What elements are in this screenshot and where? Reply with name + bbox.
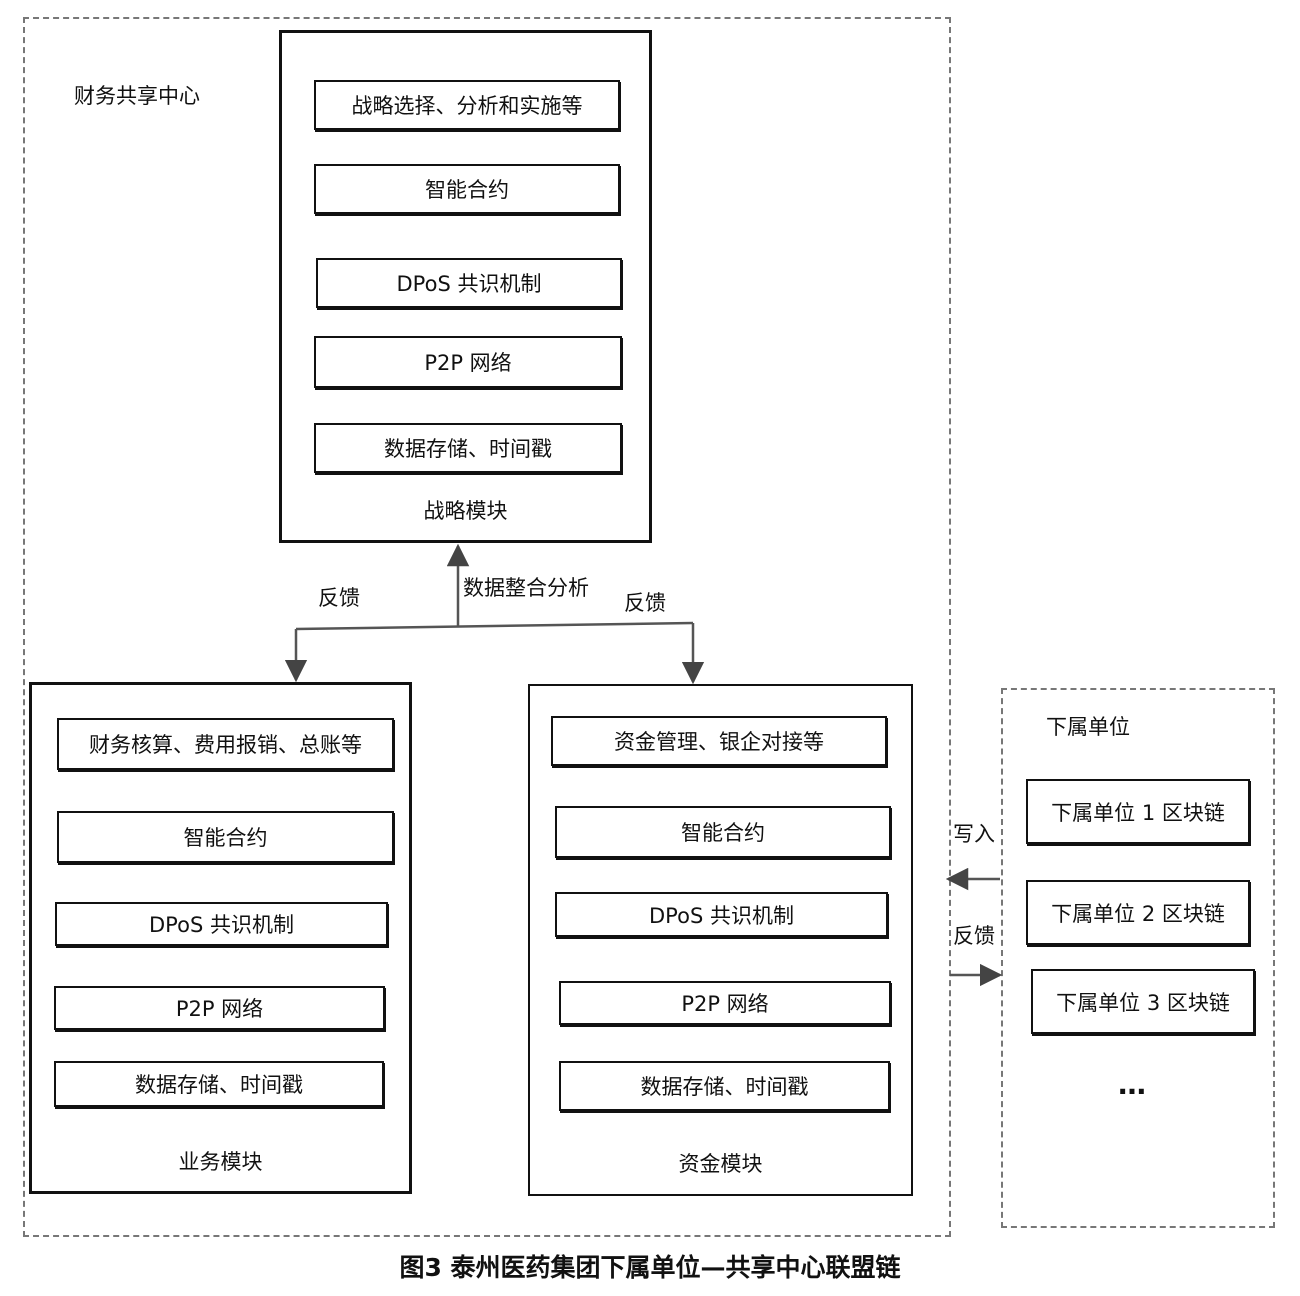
funds-module-label: 资金模块 <box>678 1152 763 1176</box>
subordinates-boundary <box>1001 688 1275 1228</box>
business-item-4: P2P 网络 <box>54 986 385 1030</box>
strategy-item-3: DPoS 共识机制 <box>316 258 622 308</box>
feedback-left-label: 反馈 <box>318 586 360 610</box>
feedback-right-label: 反馈 <box>624 591 666 615</box>
funds-item-1: 资金管理、银企对接等 <box>551 716 887 766</box>
strategy-item-2: 智能合约 <box>314 164 620 214</box>
business-module-label: 业务模块 <box>178 1150 263 1174</box>
shared-center-boundary <box>23 17 951 1237</box>
business-item-2: 智能合约 <box>57 811 394 863</box>
funds-item-5: 数据存储、时间戳 <box>559 1061 890 1111</box>
subordinates-ellipsis: … <box>1118 1068 1148 1101</box>
strategy-module-label: 战略模块 <box>423 499 508 523</box>
strategy-item-4: P2P 网络 <box>314 336 622 388</box>
strategy-item-5: 数据存储、时间戳 <box>314 423 622 473</box>
feedback-sub-label: 反馈 <box>953 924 995 948</box>
data-analysis-label: 数据整合分析 <box>463 576 589 600</box>
branch-line <box>295 621 694 631</box>
figure-caption: 图3 泰州医药集团下属单位—共享中心联盟链 <box>399 1253 901 1282</box>
business-item-3: DPoS 共识机制 <box>55 902 388 946</box>
subordinate-item-3: 下属单位 3 区块链 <box>1031 969 1255 1034</box>
write-label: 写入 <box>953 822 995 846</box>
business-item-5: 数据存储、时间戳 <box>54 1061 384 1107</box>
shared-center-label: 财务共享中心 <box>74 84 200 108</box>
business-item-1: 财务核算、费用报销、总账等 <box>57 718 394 770</box>
strategy-item-1: 战略选择、分析和实施等 <box>314 80 620 130</box>
funds-item-2: 智能合约 <box>555 806 891 858</box>
subordinates-label: 下属单位 <box>1046 715 1130 739</box>
funds-item-3: DPoS 共识机制 <box>555 892 888 937</box>
funds-item-4: P2P 网络 <box>559 981 891 1025</box>
subordinate-item-2: 下属单位 2 区块链 <box>1026 880 1250 945</box>
subordinate-item-1: 下属单位 1 区块链 <box>1026 779 1250 844</box>
